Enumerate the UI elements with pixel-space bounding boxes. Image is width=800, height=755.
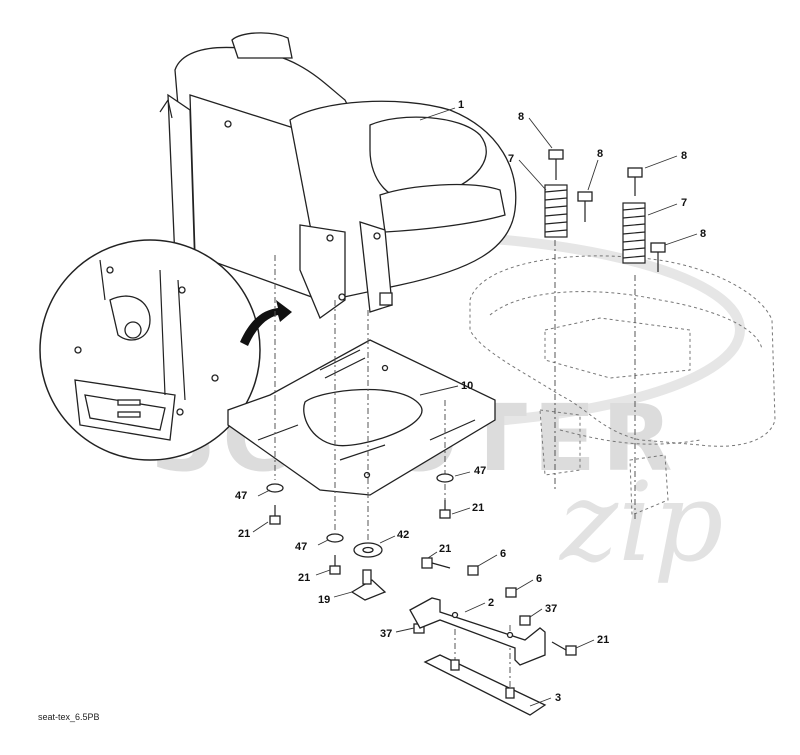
- callout-8d: 8: [700, 228, 706, 240]
- fasteners: [266, 473, 577, 656]
- reference-code: seat-tex_6.5PB: [38, 712, 100, 722]
- callout-42: 42: [397, 529, 409, 541]
- callout-37a: 37: [545, 603, 557, 615]
- callout-6b: 6: [536, 573, 542, 585]
- spring-left: [544, 184, 568, 238]
- mower-frame-outline: [469, 255, 776, 516]
- callout-19: 19: [318, 594, 330, 606]
- detail-inset: [39, 239, 292, 461]
- watermark-script: zip: [558, 458, 724, 586]
- plate-3: [423, 654, 547, 716]
- spring-right: [622, 202, 646, 264]
- callout-8b: 8: [597, 148, 603, 160]
- callout-8c: 8: [681, 150, 687, 162]
- bolts-8: [548, 149, 666, 272]
- direction-arrow-icon: [240, 300, 292, 346]
- callout-10: 10: [461, 380, 473, 392]
- seat-plate: [227, 339, 496, 496]
- callout-8a: 8: [518, 111, 524, 123]
- leader-lines: [252, 107, 698, 707]
- bracket-2: [409, 597, 546, 666]
- callout-37b: 37: [380, 628, 392, 640]
- callout-2: 2: [488, 597, 494, 609]
- callout-7b: 7: [681, 197, 687, 209]
- callout-21e: 21: [597, 634, 609, 646]
- callout-47a: 47: [235, 490, 247, 502]
- callout-21a: 21: [238, 528, 250, 540]
- callout-7a: 7: [508, 153, 514, 165]
- callout-21c: 21: [439, 543, 451, 555]
- callout-21d: 21: [298, 572, 310, 584]
- callout-47b: 47: [474, 465, 486, 477]
- seat-assembly: [159, 32, 517, 320]
- callout-6a: 6: [500, 548, 506, 560]
- callout-21b: 21: [472, 502, 484, 514]
- callout-labels: 1 8 7 8 8 7 8 10 47 47 21 21 47 42 21 6 …: [235, 99, 706, 704]
- callout-3: 3: [555, 692, 561, 704]
- callout-1: 1: [458, 99, 464, 111]
- springs: [544, 184, 646, 264]
- callout-47c: 47: [295, 541, 307, 553]
